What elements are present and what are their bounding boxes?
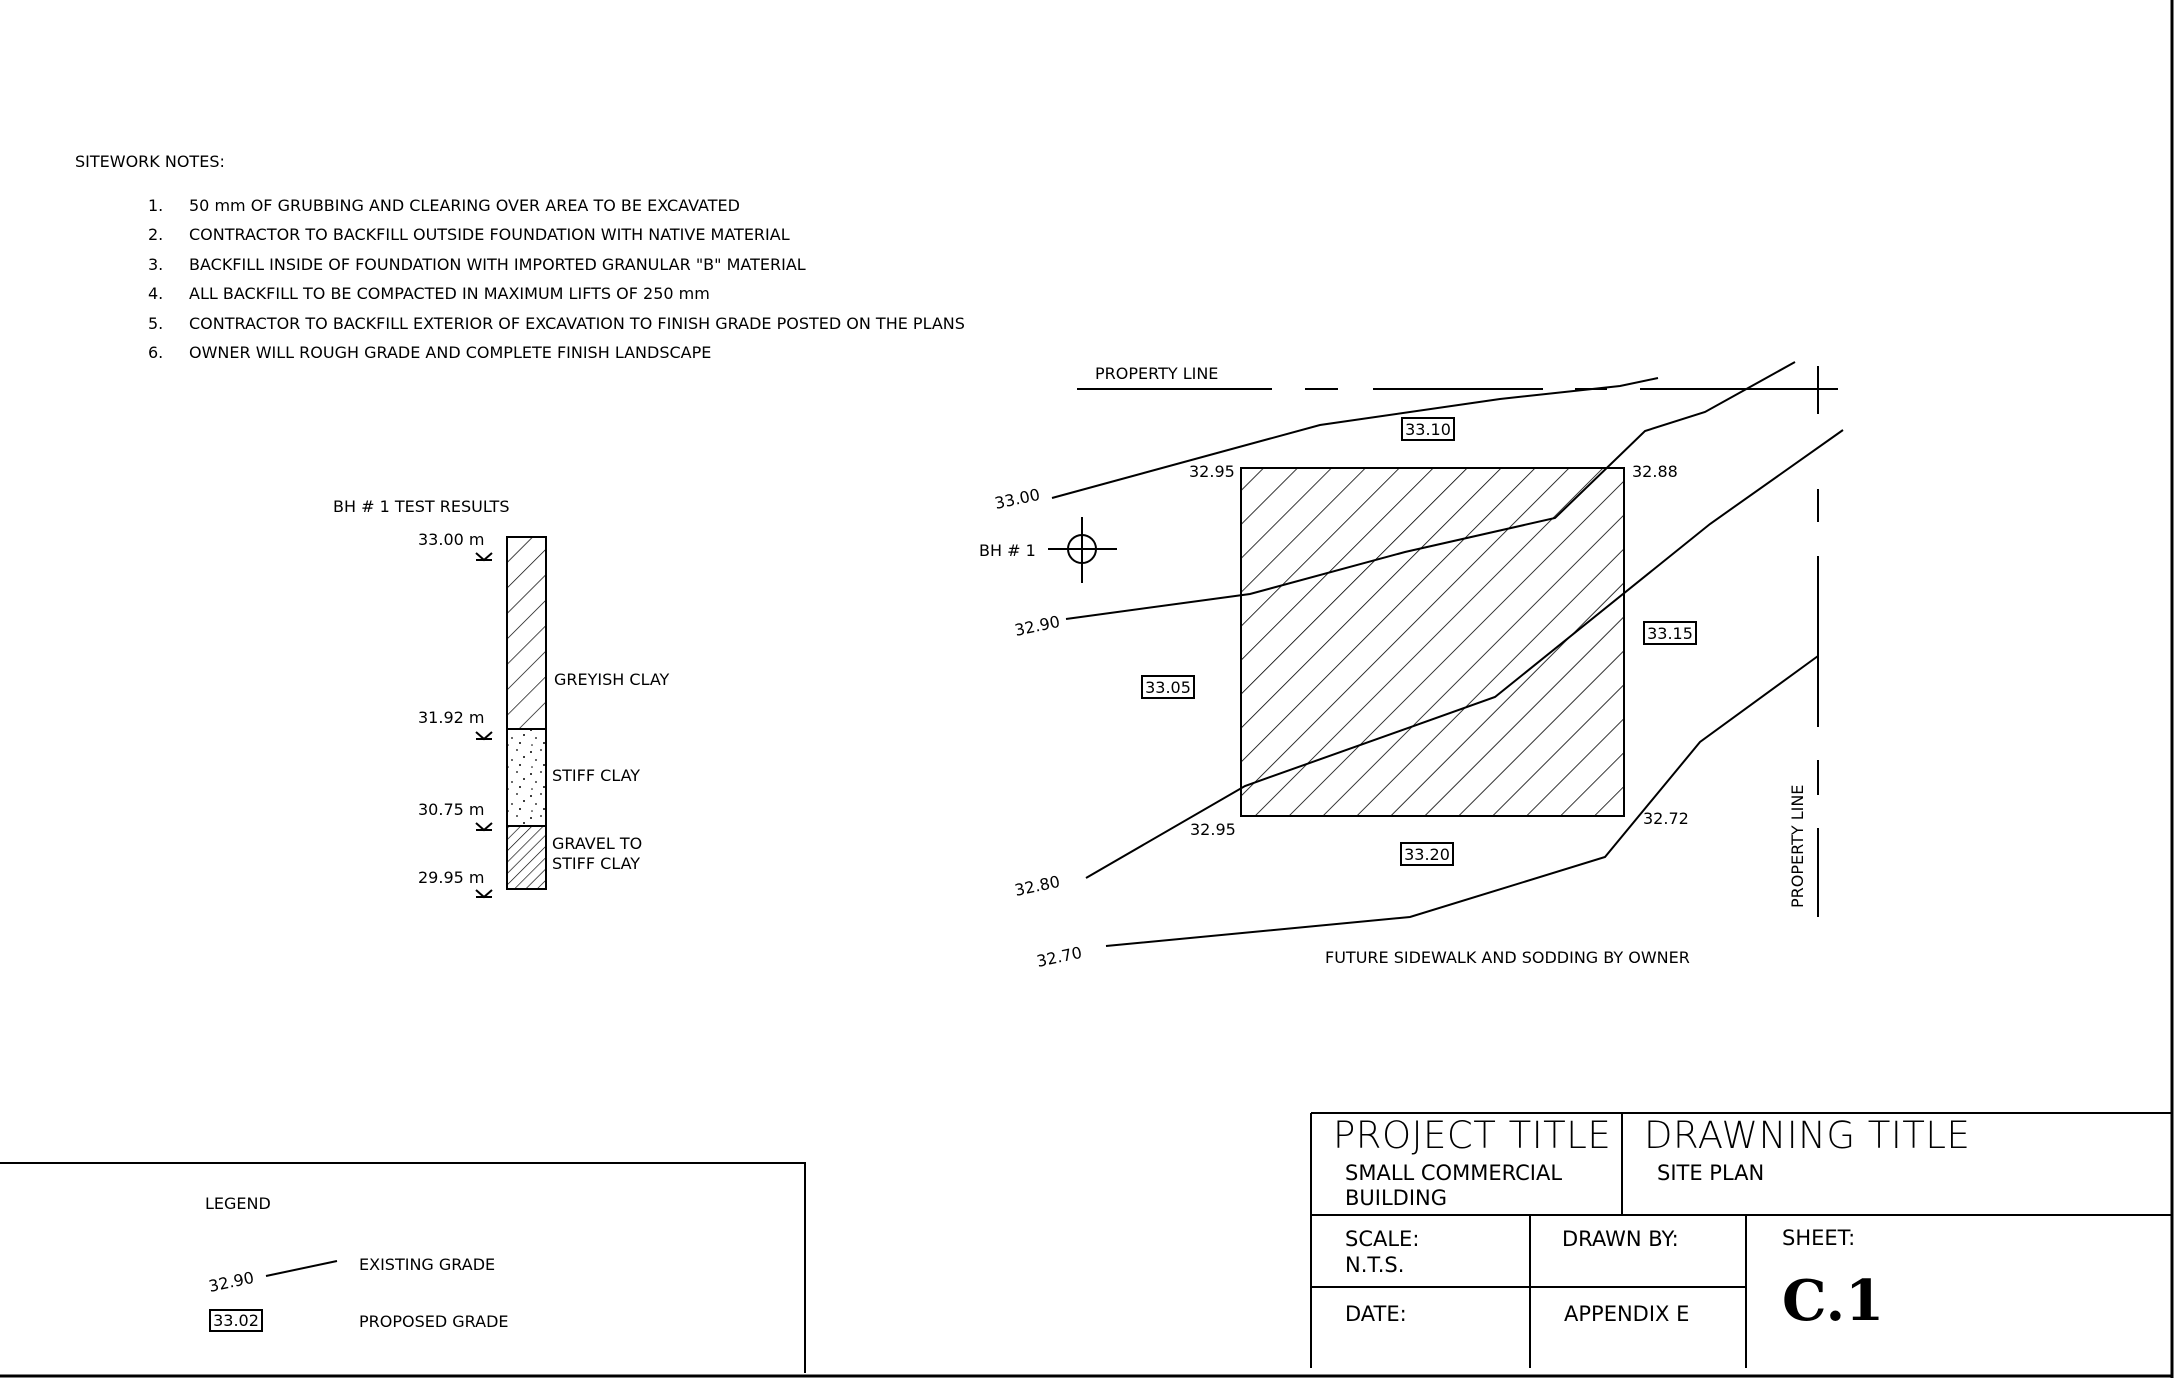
property-line-label: PROPERTY LINE	[1788, 785, 1807, 908]
elevation-marker: 31.92 m	[418, 708, 493, 741]
note-number: 5.	[148, 314, 163, 333]
proposed-grade-box: 33.15	[1643, 621, 1697, 645]
proposed-grade-value: 33.15	[1647, 624, 1693, 643]
legend: LEGEND 32.90 EXISTING GRADE 33.02 PROPOS…	[0, 1162, 806, 1373]
layer-label: GRAVEL TO	[552, 834, 642, 853]
note-number: 3.	[148, 255, 163, 274]
corner-grade-label: 32.72	[1643, 809, 1689, 828]
title-block: PROJECT TITLE SMALL COMMERCIAL BUILDING …	[1310, 1112, 2172, 1368]
proposed-grade-box: 33.10	[1401, 417, 1455, 441]
layer-label: STIFF CLAY	[552, 766, 640, 785]
corner-grade-label: 32.95	[1189, 462, 1235, 481]
corner-grade-label: 32.95	[1190, 820, 1236, 839]
elevation-label: 30.75 m	[418, 800, 484, 819]
drawn-by-label: DRAWN BY:	[1562, 1227, 1679, 1251]
legend-proposed-grade: 33.02 PROPOSED GRADE	[209, 1309, 509, 1332]
borehole-label: BH # 1	[979, 541, 1036, 560]
note-text: ALL BACKFILL TO BE COMPACTED IN MAXIMUM …	[189, 284, 710, 303]
property-line-label: PROPERTY LINE	[1095, 364, 1218, 383]
scale-label: SCALE:	[1345, 1227, 1419, 1251]
proposed-grade-value: 33.20	[1404, 845, 1450, 864]
note-item: 1. 50 mm OF GRUBBING AND CLEARING OVER A…	[148, 196, 740, 215]
note-text: OWNER WILL ROUGH GRADE AND COMPLETE FINI…	[189, 343, 711, 362]
proposed-grade-box: 33.20	[1400, 842, 1454, 866]
property-line-top: PROPERTY LINE	[1077, 364, 1838, 390]
note-number: 4.	[148, 284, 163, 303]
sidewalk-note: FUTURE SIDEWALK AND SODDING BY OWNER	[1325, 948, 1690, 967]
sitework-notes: SITEWORK NOTES: 1. 50 mm OF GRUBBING AND…	[75, 152, 965, 362]
property-line-side: PROPERTY LINE	[1788, 366, 1819, 917]
note-text: BACKFILL INSIDE OF FOUNDATION WITH IMPOR…	[189, 255, 806, 274]
proposed-grade-box: 33.05	[1141, 675, 1195, 699]
contour-line-32-70	[1105, 655, 1819, 947]
borehole-symbol: BH # 1	[979, 517, 1117, 583]
existing-grade-label: 32.90	[1013, 612, 1062, 640]
legend-existing-grade: 32.90 EXISTING GRADE	[207, 1255, 495, 1296]
layer-stiff-clay	[506, 728, 547, 827]
note-item: 2. CONTRACTOR TO BACKFILL OUTSIDE FOUNDA…	[148, 225, 790, 244]
elevation-label: 29.95 m	[418, 868, 484, 887]
borehole-title: BH # 1 TEST RESULTS	[333, 497, 509, 516]
contour-line-32-80	[1085, 429, 1844, 879]
corner-grade-label: 32.88	[1632, 462, 1678, 481]
appendix-label: APPENDIX E	[1564, 1302, 1689, 1326]
elevation-label: 33.00 m	[418, 530, 484, 549]
project-title-label: PROJECT TITLE	[1333, 1114, 1611, 1157]
note-text: CONTRACTOR TO BACKFILL OUTSIDE FOUNDATIO…	[189, 225, 790, 244]
note-item: 4. ALL BACKFILL TO BE COMPACTED IN MAXIM…	[148, 284, 710, 303]
legend-existing-label: EXISTING GRADE	[359, 1255, 495, 1274]
contour-line-33-00	[1051, 377, 1659, 499]
existing-grade-label: 32.70	[1035, 943, 1084, 971]
legend-title: LEGEND	[205, 1194, 271, 1213]
note-number: 6.	[148, 343, 163, 362]
proposed-grade-value: 33.05	[1145, 678, 1191, 697]
elevation-marker: 29.95 m	[418, 868, 493, 899]
elevation-marker: 30.75 m	[418, 800, 493, 832]
layer-label: STIFF CLAY	[552, 854, 640, 873]
building-footprint	[1240, 467, 1625, 817]
note-item: 3. BACKFILL INSIDE OF FOUNDATION WITH IM…	[148, 255, 806, 274]
note-number: 1.	[148, 196, 163, 215]
existing-grade-label: 33.00	[993, 485, 1042, 513]
elevation-label: 31.92 m	[418, 708, 484, 727]
layer-greyish-clay	[506, 536, 547, 730]
drawing-name: SITE PLAN	[1657, 1161, 1764, 1185]
project-name-line: BUILDING	[1345, 1186, 1447, 1210]
legend-proposed-sample: 33.02	[213, 1311, 259, 1330]
borehole-log: BH # 1 TEST RESULTS 33.00 m 31.92 m 30.7…	[333, 497, 670, 899]
notes-heading: SITEWORK NOTES:	[75, 152, 225, 171]
legend-existing-sample: 32.90	[207, 1268, 256, 1296]
existing-grade-label: 32.80	[1013, 872, 1062, 900]
layer-label: GREYISH CLAY	[554, 670, 670, 689]
layer-gravel	[506, 825, 547, 890]
elevation-marker: 33.00 m	[418, 530, 493, 562]
sheet-label: SHEET:	[1782, 1226, 1855, 1250]
note-text: 50 mm OF GRUBBING AND CLEARING OVER AREA…	[189, 196, 740, 215]
project-name-line: SMALL COMMERCIAL	[1345, 1161, 1562, 1185]
note-text: CONTRACTOR TO BACKFILL EXTERIOR OF EXCAV…	[189, 314, 965, 333]
drawing-title-label: DRAWNING TITLE	[1644, 1114, 1970, 1157]
scale-value: N.T.S.	[1345, 1253, 1404, 1277]
legend-proposed-label: PROPOSED GRADE	[359, 1312, 509, 1331]
date-label: DATE:	[1345, 1302, 1407, 1326]
contour-line-32-90	[1065, 361, 1796, 620]
note-item: 5. CONTRACTOR TO BACKFILL EXTERIOR OF EX…	[148, 314, 965, 333]
note-number: 2.	[148, 225, 163, 244]
site-plan: PROPERTY LINE PROPERTY LINE	[979, 361, 1844, 971]
note-item: 6. OWNER WILL ROUGH GRADE AND COMPLETE F…	[148, 343, 711, 362]
sheet-number: C.1	[1782, 1268, 1884, 1334]
proposed-grade-value: 33.10	[1405, 420, 1451, 439]
